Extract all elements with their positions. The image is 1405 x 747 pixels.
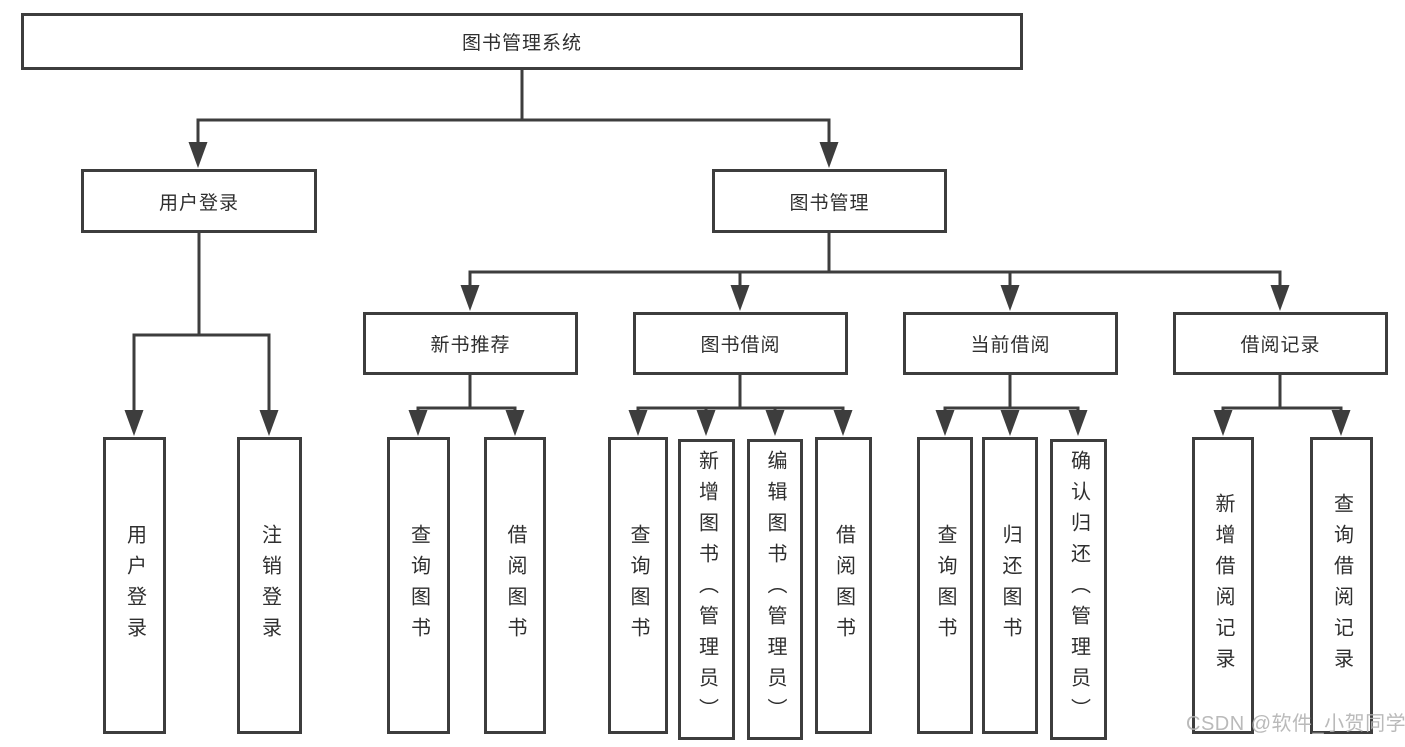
leaf-label: 新增借阅记录 — [1212, 492, 1234, 679]
leaf-borrow-books: 借阅图书 — [815, 437, 872, 734]
leaf-borrow-books-recommend: 借阅图书 — [484, 437, 546, 734]
leaf-edit-book-admin: 编辑图书（管理员） — [747, 439, 803, 740]
leaf-label: 编辑图书（管理员） — [764, 450, 786, 729]
leaf-label: 查询图书 — [627, 523, 649, 648]
node-book-management: 图书管理 — [712, 169, 947, 233]
leaf-logout: 注销登录 — [237, 437, 302, 734]
leaf-confirm-return-admin: 确认归还（管理员） — [1050, 439, 1107, 740]
node-borrow-records: 借阅记录 — [1173, 312, 1388, 375]
leaf-add-book-admin: 新增图书（管理员） — [678, 439, 735, 740]
leaf-query-books-borrow: 查询图书 — [608, 437, 668, 734]
leaf-query-books-recommend: 查询图书 — [387, 437, 450, 734]
leaf-label: 借阅图书 — [832, 523, 855, 648]
watermark: CSDN @软件_小贺同学 — [1186, 713, 1405, 735]
leaf-return-books: 归还图书 — [982, 437, 1038, 734]
leaf-label: 查询图书 — [934, 523, 956, 648]
leaf-label: 查询图书 — [407, 523, 430, 648]
leaf-label: 新增图书（管理员） — [695, 450, 718, 729]
leaf-label: 用户登录 — [123, 523, 146, 648]
leaf-query-borrow-record: 查询借阅记录 — [1310, 437, 1373, 734]
node-user-login: 用户登录 — [81, 169, 317, 233]
leaf-add-borrow-record: 新增借阅记录 — [1192, 437, 1254, 734]
leaf-label: 归还图书 — [999, 523, 1021, 648]
leaf-label: 借阅图书 — [504, 523, 526, 648]
leaf-label: 注销登录 — [258, 523, 281, 648]
leaf-query-books-current: 查询图书 — [917, 437, 973, 734]
node-book-borrow: 图书借阅 — [633, 312, 848, 375]
leaf-label: 确认归还（管理员） — [1067, 450, 1090, 729]
node-new-book-recommend: 新书推荐 — [363, 312, 578, 375]
node-current-borrow: 当前借阅 — [903, 312, 1118, 375]
leaf-label: 查询借阅记录 — [1330, 492, 1353, 679]
leaf-user-login: 用户登录 — [103, 437, 166, 734]
node-library-system: 图书管理系统 — [21, 13, 1023, 70]
